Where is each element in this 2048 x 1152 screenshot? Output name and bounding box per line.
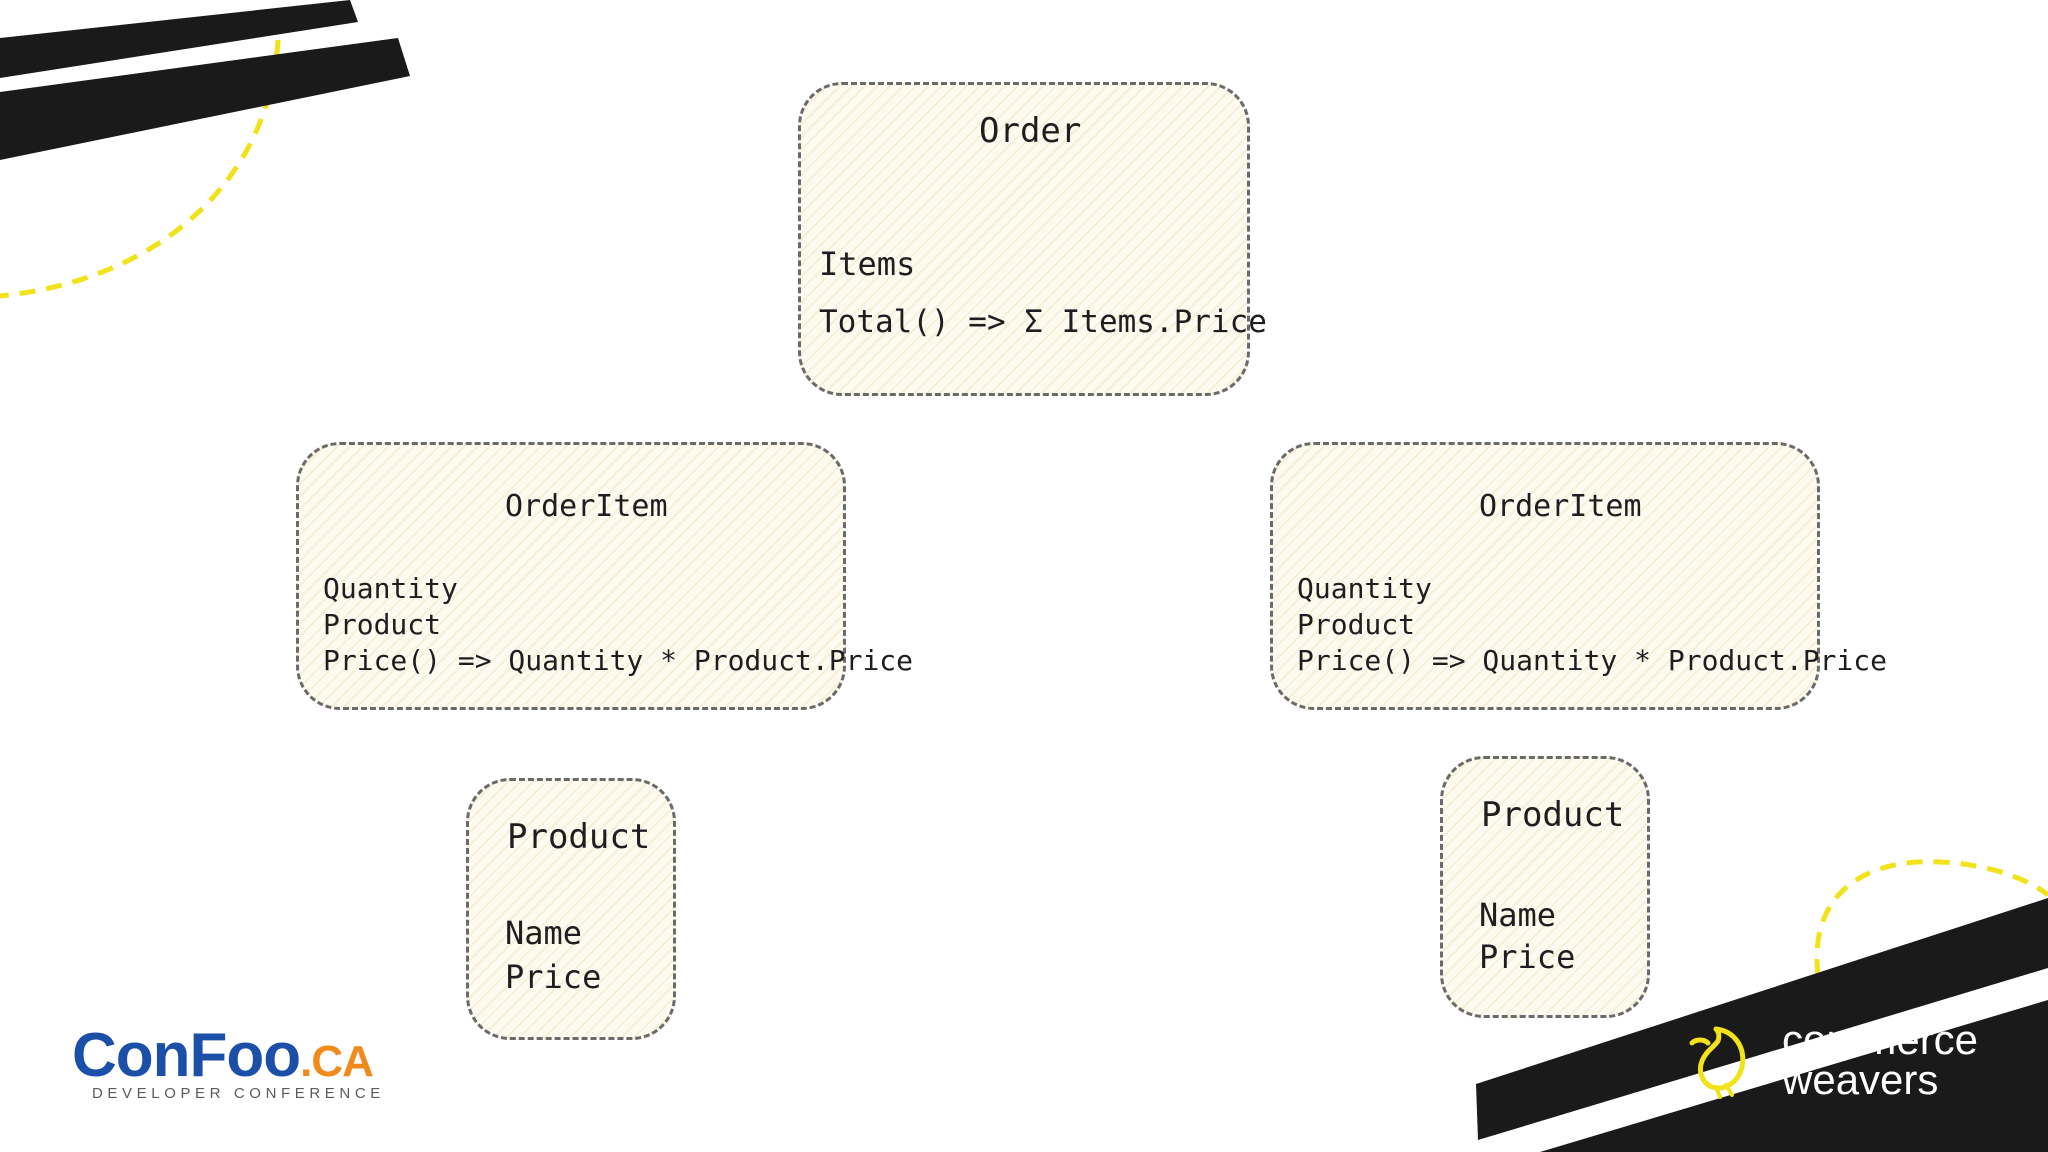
- confoo-logo: ConFoo.CA DEVELOPER CONFERENCE: [72, 1020, 385, 1102]
- order-items-field: Items: [819, 245, 916, 283]
- product-price-field: Price: [505, 958, 602, 996]
- order-item-price-method: Price() => Quantity * Product.Price: [323, 644, 914, 677]
- product-title: Product: [1481, 795, 1625, 835]
- order-item-title: OrderItem: [505, 489, 668, 524]
- black-stroke-top-left-1: [0, 0, 358, 78]
- order-item-product-field: Product: [323, 608, 442, 641]
- confoo-name: ConFoo: [72, 1021, 301, 1090]
- commerce-weavers-line2: weavers: [1782, 1056, 1939, 1103]
- confoo-tld: .CA: [300, 1037, 374, 1086]
- order-item-product-field: Product: [1297, 608, 1416, 641]
- product-name-field: Name: [505, 914, 583, 952]
- commerce-weavers-line1: commerce: [1782, 1016, 1979, 1063]
- confoo-wordmark: ConFoo.CA: [72, 1020, 385, 1091]
- order-total-method: Total() => Σ Items.Price: [819, 304, 1267, 340]
- order-title: Order: [979, 111, 1082, 151]
- order-box: Order Items Total() => Σ Items.Price: [798, 82, 1267, 396]
- order-item-fields: Quantity Product Price() => Quantity * P…: [323, 571, 913, 679]
- product-box-right: Product Name Price: [1440, 756, 1650, 1018]
- yellow-dashed-arc-bottom-right: [1814, 859, 2048, 976]
- product-price-field: Price: [1479, 938, 1576, 976]
- commerce-weavers-wordmark: commerce weavers: [1782, 1016, 1979, 1103]
- order-item-box-right: OrderItem Quantity Product Price() => Qu…: [1270, 442, 1887, 710]
- bird-icon: [1689, 1026, 1746, 1099]
- confoo-tagline: DEVELOPER CONFERENCE: [92, 1085, 385, 1102]
- order-item-box-left: OrderItem Quantity Product Price() => Qu…: [296, 442, 913, 710]
- order-item-quantity-field: Quantity: [323, 572, 458, 605]
- order-item-fields: Quantity Product Price() => Quantity * P…: [1297, 571, 1887, 679]
- order-item-quantity-field: Quantity: [1297, 572, 1432, 605]
- order-item-price-method: Price() => Quantity * Product.Price: [1297, 644, 1888, 677]
- order-item-title: OrderItem: [1479, 489, 1642, 524]
- product-name-field: Name: [1479, 896, 1557, 934]
- commerce-weavers-logo: commerce weavers: [1686, 1016, 1979, 1103]
- black-stroke-top-left-2: [0, 38, 410, 160]
- product-title: Product: [507, 817, 651, 857]
- yellow-dashed-arc-top-left: [0, 39, 281, 299]
- product-box-left: Product Name Price: [466, 778, 676, 1040]
